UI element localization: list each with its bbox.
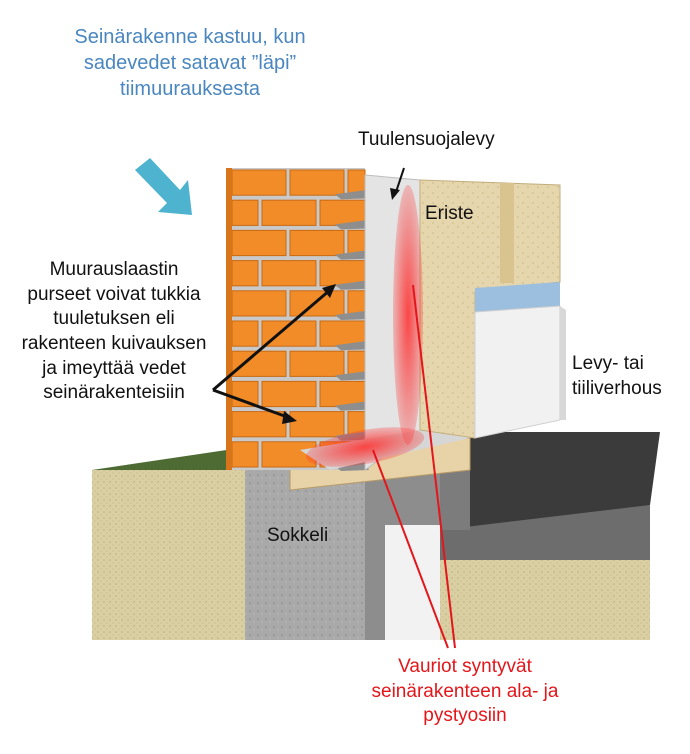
- mortar-squeeze-out: [335, 250, 369, 260]
- brick: [261, 260, 317, 287]
- insulation-label: Eriste: [425, 203, 474, 224]
- brick: [231, 260, 259, 287]
- brick: [231, 320, 259, 347]
- mortar-note-line: ja imeyttää vedet: [42, 357, 186, 379]
- interior-cladding: [474, 305, 561, 439]
- mortar-squeeze-out: [335, 341, 369, 351]
- plinth-side: [365, 470, 440, 640]
- plinth-inner-white: [385, 525, 440, 640]
- mortar-note-line: tuuletuksen eli: [53, 308, 175, 330]
- brick: [231, 441, 259, 468]
- brick: [319, 260, 366, 287]
- plinth-slab: [440, 460, 470, 530]
- mortar-squeeze-out: [335, 401, 369, 411]
- top-note: Seinärakenne kastuu, kun sadevedet satav…: [40, 24, 340, 102]
- damage-zone-bottom: [305, 427, 425, 467]
- vapour-barrier: [475, 282, 560, 312]
- mortar-squeeze-out: [335, 311, 369, 320]
- mortar-note-line: purseet voivat tukkia: [27, 283, 201, 305]
- mortar-note-line: seinärakenteisiin: [43, 382, 185, 404]
- damage-note-line: seinärakenteen ala- ja: [371, 680, 559, 702]
- plinth-label: Sokkeli: [267, 525, 329, 546]
- brick: [289, 350, 345, 377]
- mortar-note: Muurauslaastin purseet voivat tukkia tuu…: [4, 258, 224, 406]
- brick-wall-edge: [226, 168, 232, 470]
- brick: [231, 350, 287, 377]
- interior-cladding-edge: [560, 306, 566, 420]
- mortar-squeeze-out: [335, 220, 369, 230]
- leader-damage-2: [372, 449, 449, 649]
- brick: [231, 199, 259, 226]
- mortar-squeeze-out: [335, 280, 369, 290]
- mortar-note-line: rakenteen kuivauksen: [21, 333, 207, 355]
- cladding-line: tiiliverhous: [572, 377, 662, 399]
- brick: [289, 169, 345, 196]
- brick: [289, 290, 345, 317]
- cladding-line: Levy- tai: [572, 353, 644, 374]
- brick: [231, 411, 287, 438]
- brick: [261, 199, 317, 226]
- top-note-line: tiimuurauksesta: [119, 78, 261, 100]
- top-note-line: Seinärakenne kastuu, kun: [74, 26, 306, 48]
- top-note-line: sadevedet satavat ”läpi”: [83, 52, 297, 74]
- damage-note: Vauriot syntyvät seinärakenteen ala- ja …: [350, 655, 580, 729]
- plinth-front: [245, 470, 365, 640]
- mortar-squeeze-out: [335, 190, 369, 200]
- damage-zone-vertical: [393, 185, 423, 445]
- mortar-note-line: Muurauslaastin: [49, 259, 179, 280]
- wind-board-label: Tuulensuojalevy: [358, 129, 495, 150]
- brick: [231, 169, 287, 196]
- soil-block: [92, 470, 245, 640]
- leader-mortar-2: [212, 388, 291, 420]
- brick: [289, 229, 345, 257]
- cladding-label: Levy- tai tiiliverhous: [572, 352, 662, 401]
- brick: [261, 380, 317, 408]
- soil-block-right: [440, 560, 650, 640]
- floor-edge: [440, 505, 650, 560]
- brick: [319, 380, 366, 408]
- leader-mortar-1: [212, 288, 331, 392]
- damage-note-line: Vauriot syntyvät: [398, 656, 532, 677]
- brick: [231, 229, 287, 257]
- stud: [500, 183, 514, 283]
- brick: [289, 411, 345, 438]
- brick: [231, 290, 287, 317]
- leader-damage-1: [412, 284, 456, 649]
- damage-note-line: pystyosiin: [423, 705, 507, 727]
- arrow-icon: [135, 158, 192, 215]
- mortar-squeeze-out: [335, 371, 369, 381]
- brick: [319, 199, 366, 226]
